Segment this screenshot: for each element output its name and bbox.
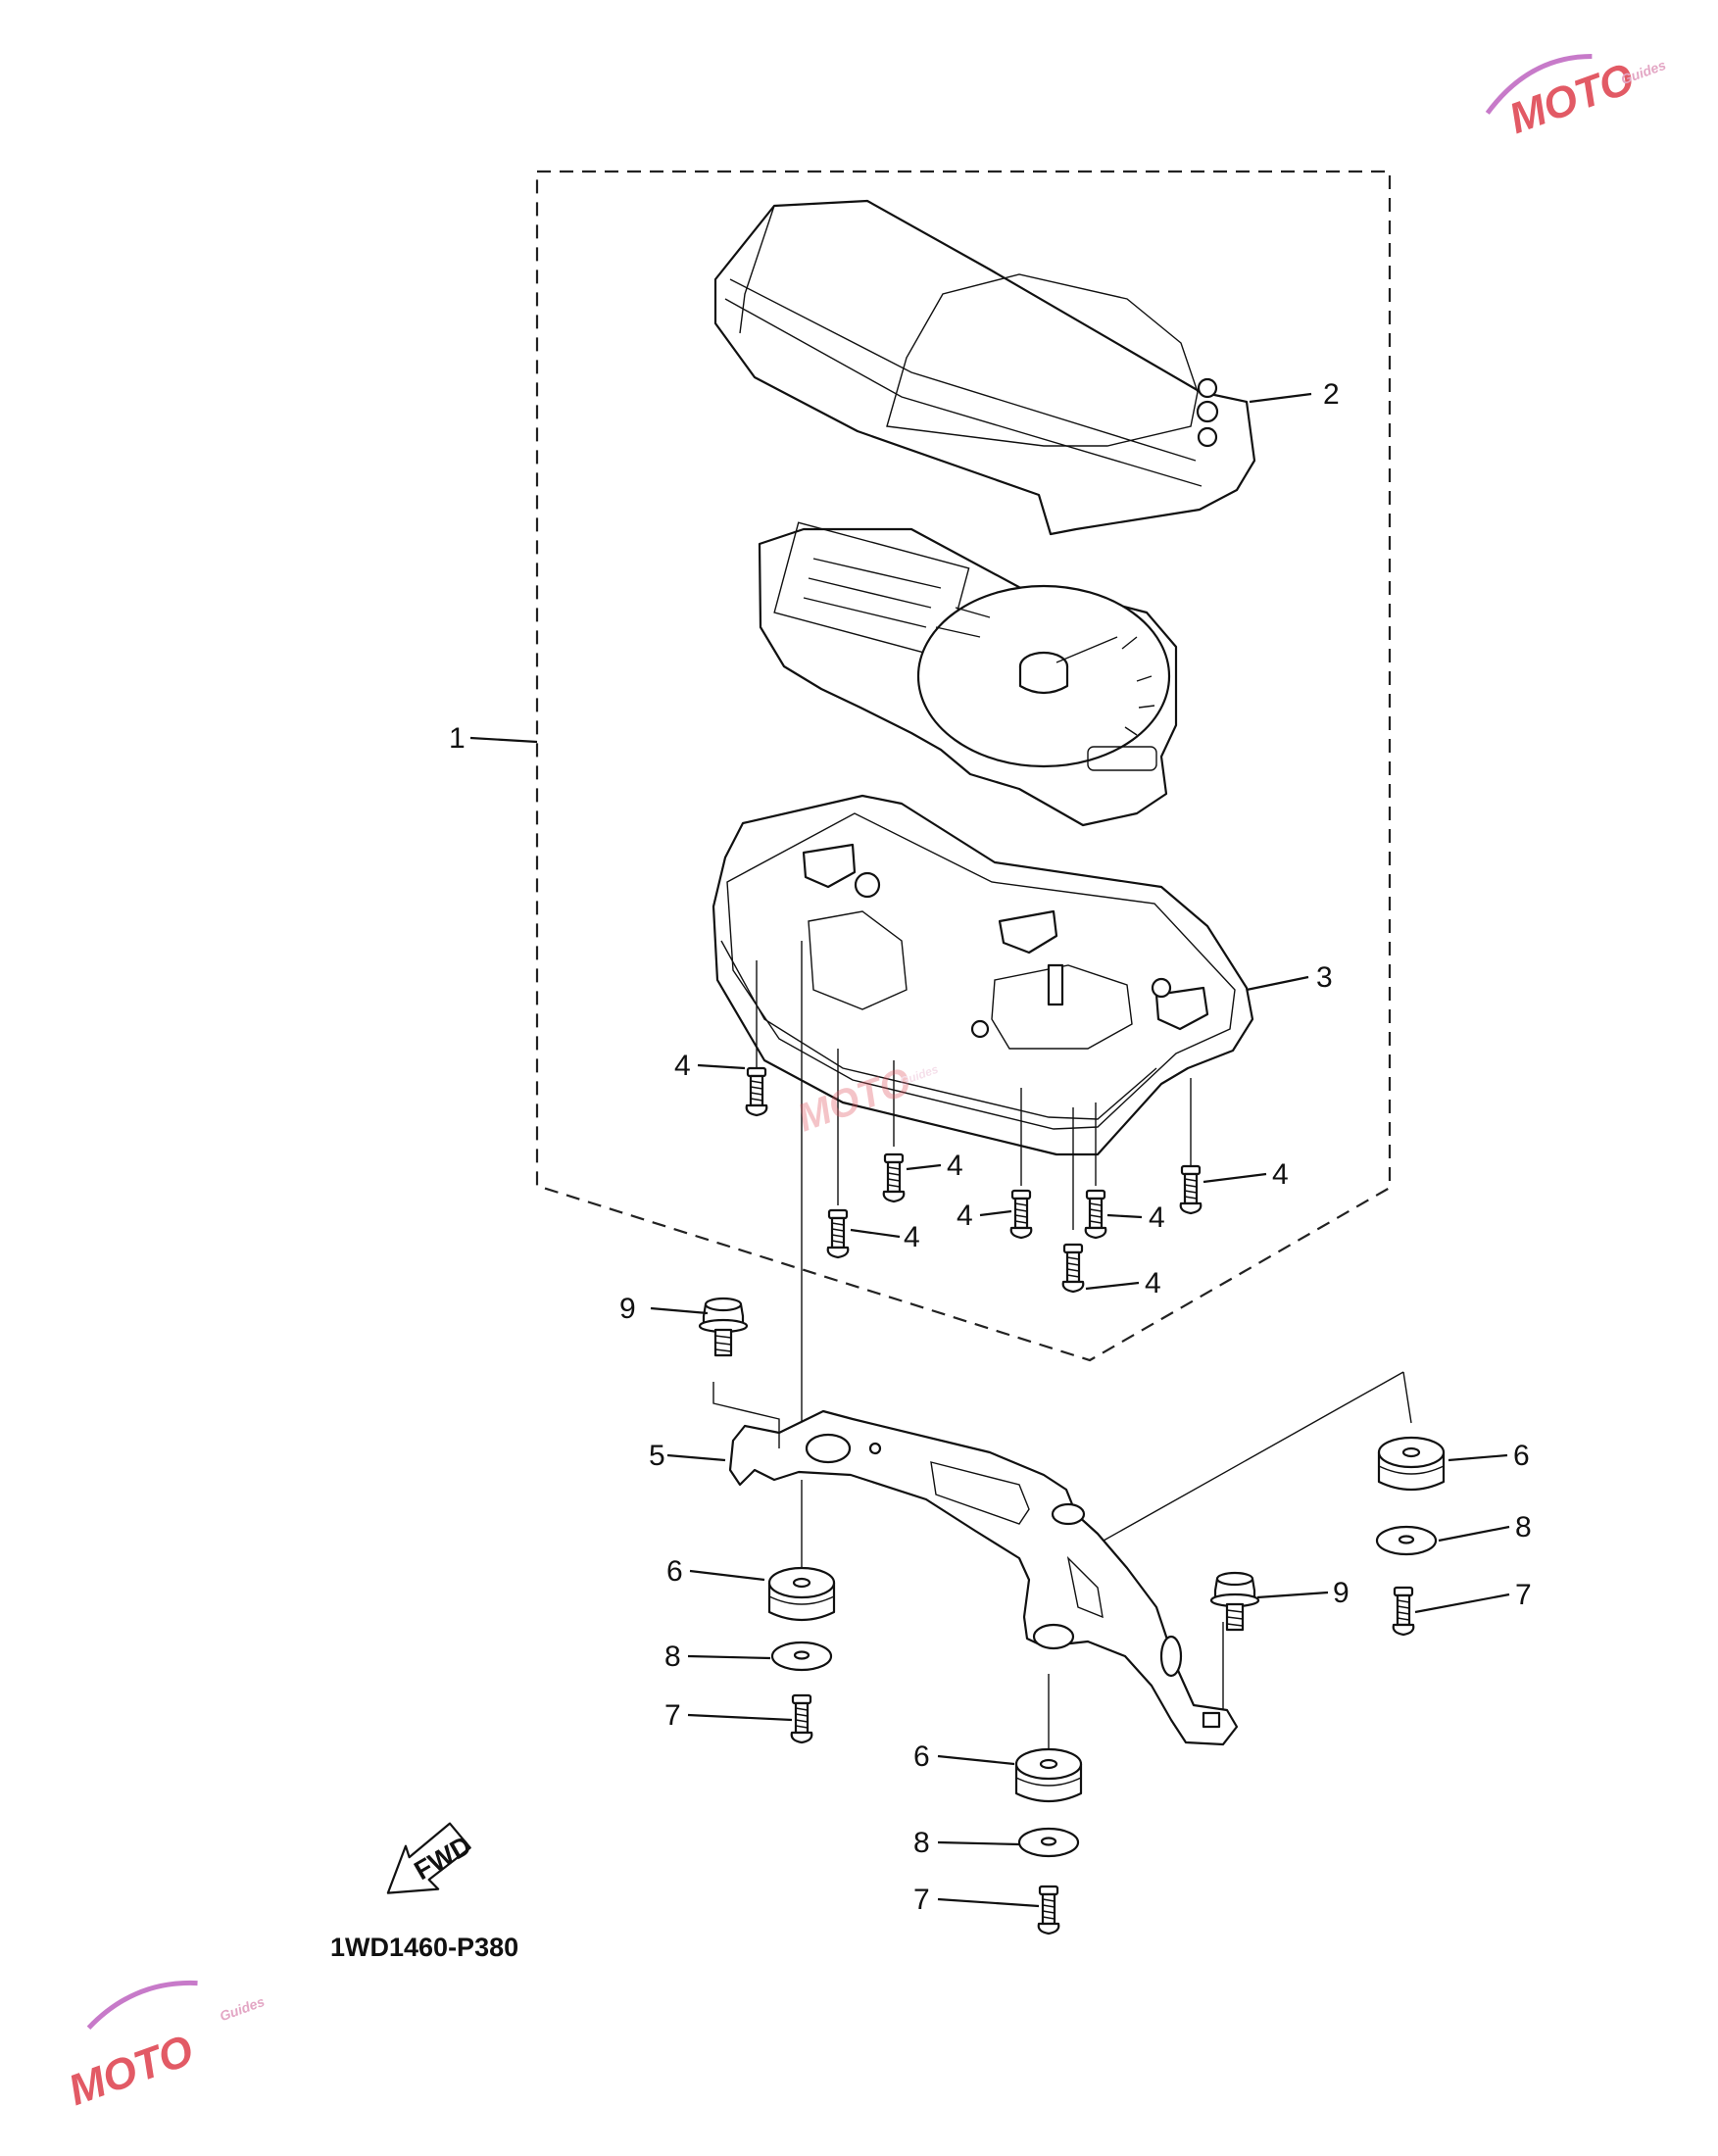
callout-4: 4 xyxy=(957,1200,973,1232)
bolt-part-9 xyxy=(1209,1571,1260,1632)
callout-4: 4 xyxy=(1149,1201,1165,1234)
callout-7: 7 xyxy=(1515,1579,1532,1611)
meter-bracket-part xyxy=(728,1409,1239,1746)
svg-text:MOTO: MOTO xyxy=(63,2026,200,2115)
screw-part-7 xyxy=(1392,1586,1415,1637)
bolt-part-9 xyxy=(698,1297,749,1357)
watermark-logo: MOTO Guides xyxy=(1485,53,1668,143)
diagram-code: 1WD1460-P380 xyxy=(330,1933,518,1962)
callout-7: 7 xyxy=(913,1884,930,1916)
svg-text:MOTO: MOTO xyxy=(1503,54,1641,143)
grommet-part-6 xyxy=(1014,1747,1083,1803)
callout-5: 5 xyxy=(649,1440,665,1472)
grommet-part-6 xyxy=(1377,1436,1446,1492)
callout-7: 7 xyxy=(664,1699,681,1732)
grommet-part-6 xyxy=(767,1566,836,1622)
washer-part-8 xyxy=(1375,1525,1438,1556)
callout-4: 4 xyxy=(1272,1158,1289,1191)
screw-part-4 xyxy=(882,1152,906,1203)
watermark-logo: MOTO Guides xyxy=(63,1980,267,2115)
screw-part-4 xyxy=(745,1066,768,1117)
meter-cover-part xyxy=(713,199,1256,536)
callout-1: 1 xyxy=(449,722,466,755)
callout-9: 9 xyxy=(619,1293,636,1325)
meter-gauge-body xyxy=(758,521,1178,827)
screw-part-4 xyxy=(826,1208,850,1259)
washer-part-8 xyxy=(770,1641,833,1672)
callout-2: 2 xyxy=(1323,378,1340,411)
callout-leaders xyxy=(469,392,1510,1908)
callout-8: 8 xyxy=(1515,1511,1532,1544)
screw-part-7 xyxy=(1037,1885,1060,1936)
screw-part-4 xyxy=(1084,1189,1107,1240)
callout-4: 4 xyxy=(947,1150,963,1182)
assembly-boundary xyxy=(535,170,1392,1362)
callout-4: 4 xyxy=(674,1050,691,1082)
screw-part-4 xyxy=(1009,1189,1033,1240)
svg-text:Guides: Guides xyxy=(218,1993,267,2024)
callout-8: 8 xyxy=(664,1641,681,1673)
callout-3: 3 xyxy=(1316,961,1333,994)
washer-part-8 xyxy=(1017,1827,1080,1858)
callout-4: 4 xyxy=(1145,1267,1161,1299)
callout-6: 6 xyxy=(1513,1440,1530,1472)
screw-part-7 xyxy=(790,1693,813,1744)
callout-6: 6 xyxy=(913,1740,930,1773)
forward-direction-arrow-icon: FWD xyxy=(386,1822,476,1894)
callout-8: 8 xyxy=(913,1827,930,1859)
screw-part-4 xyxy=(1179,1164,1203,1215)
callout-6: 6 xyxy=(666,1555,683,1588)
screw-part-4 xyxy=(1061,1243,1085,1294)
callout-9: 9 xyxy=(1333,1577,1350,1609)
meter-case-part xyxy=(712,794,1254,1156)
callout-4: 4 xyxy=(904,1221,920,1253)
